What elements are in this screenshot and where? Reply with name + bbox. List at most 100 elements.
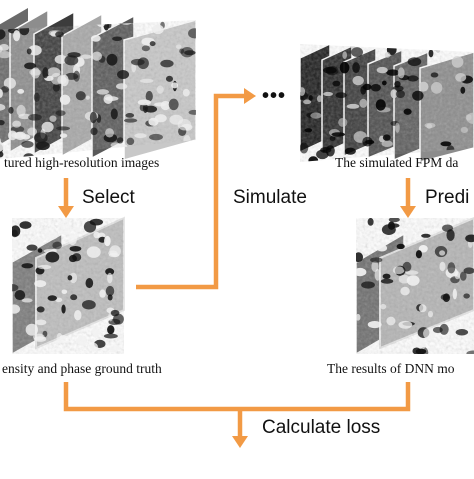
dnn-cell bbox=[429, 346, 436, 352]
gt-cell bbox=[35, 237, 43, 247]
fpm-cell bbox=[323, 91, 333, 97]
gt-cell bbox=[45, 251, 60, 263]
dnn-results-stack bbox=[355, 216, 474, 356]
dnn-cell bbox=[370, 257, 383, 263]
gt-cell bbox=[12, 240, 19, 249]
gt-cell bbox=[68, 254, 77, 263]
dnn-cell bbox=[412, 343, 418, 349]
dnn-cell bbox=[396, 243, 405, 250]
hr-cell bbox=[96, 89, 109, 95]
hr-cell bbox=[49, 115, 57, 122]
loss-connector bbox=[63, 382, 411, 412]
dnn-cell bbox=[447, 262, 456, 274]
hr-cell bbox=[188, 109, 196, 115]
dnn-cell bbox=[376, 244, 388, 252]
hr-cell bbox=[55, 31, 64, 38]
hr-cell bbox=[188, 28, 196, 39]
hr-cell bbox=[0, 103, 6, 111]
dnn-cell bbox=[400, 286, 410, 296]
dnn-cell bbox=[455, 329, 469, 336]
fpm-cell bbox=[376, 66, 388, 74]
hr-cell bbox=[91, 51, 102, 61]
hr-cell bbox=[139, 103, 146, 112]
gt-cell bbox=[57, 223, 72, 235]
dnn-cell bbox=[463, 293, 470, 299]
fpm-cell bbox=[381, 80, 387, 86]
simulate-arrowhead bbox=[244, 88, 256, 104]
predict-arrowhead bbox=[400, 206, 416, 218]
dnn-cell bbox=[380, 278, 394, 284]
hr-cell bbox=[59, 133, 68, 138]
hr-cell bbox=[167, 147, 173, 154]
hr-cell bbox=[28, 45, 42, 56]
gt-cell bbox=[83, 220, 97, 233]
fpm-cell bbox=[465, 114, 472, 121]
fpm-cell bbox=[331, 132, 346, 137]
gt-cell bbox=[89, 342, 98, 352]
fpm-cell bbox=[386, 69, 400, 76]
hr-cell bbox=[41, 121, 54, 133]
fpm-cell bbox=[335, 92, 347, 99]
fpm-cell bbox=[394, 80, 401, 88]
dnn-cell bbox=[418, 244, 428, 253]
gt-cell bbox=[25, 323, 39, 336]
hr-cell bbox=[171, 82, 179, 89]
hr-cell bbox=[59, 94, 71, 105]
gt-cell bbox=[76, 335, 87, 346]
gt-texture bbox=[12, 218, 124, 354]
simulate-arrow-shaft bbox=[136, 93, 244, 290]
gt-cell bbox=[36, 306, 45, 313]
dnn-cell bbox=[398, 320, 413, 329]
dnn-cell bbox=[423, 327, 436, 340]
gt-cell bbox=[34, 280, 47, 288]
hr-cell bbox=[134, 133, 147, 139]
fpm-cell bbox=[460, 126, 469, 133]
fpm-cell bbox=[338, 117, 348, 127]
hr-cell bbox=[55, 110, 66, 116]
hr-cell bbox=[80, 54, 92, 59]
dnn-cell bbox=[389, 223, 400, 228]
hr-cell bbox=[156, 85, 164, 94]
dnn-cell bbox=[415, 250, 422, 259]
hr-cell bbox=[17, 89, 25, 94]
dnn-cell bbox=[415, 348, 427, 354]
hr-cell bbox=[75, 91, 86, 101]
dnn-cell bbox=[447, 330, 458, 336]
hr-cell bbox=[110, 142, 122, 148]
hr-cell bbox=[149, 41, 156, 47]
gt-cell bbox=[86, 246, 101, 258]
fpm-cell bbox=[300, 91, 309, 100]
label-predict: Predi bbox=[425, 187, 470, 208]
fpm-cell bbox=[390, 89, 398, 99]
fpm-cell bbox=[342, 51, 348, 60]
gt-cell bbox=[70, 294, 78, 301]
dnn-cell bbox=[439, 261, 446, 272]
caption-ground-truth: ensity and phase ground truth bbox=[2, 361, 162, 376]
hr-cell bbox=[28, 113, 42, 121]
dnn-cell bbox=[418, 304, 427, 313]
gt-cell bbox=[107, 272, 113, 284]
hr-cell bbox=[182, 88, 190, 97]
fpm-cell bbox=[303, 99, 312, 105]
caption-high-resolution-images: tured high-resolution images bbox=[4, 155, 160, 170]
hr-cell bbox=[91, 35, 101, 42]
dnn-cell bbox=[465, 234, 474, 243]
fpm-cell bbox=[352, 62, 360, 74]
hr-cell bbox=[106, 53, 118, 66]
dnn-cell bbox=[440, 294, 450, 301]
fpm-cell bbox=[428, 49, 434, 58]
dnn-cell bbox=[452, 288, 457, 300]
dnn-cell bbox=[361, 281, 375, 289]
fpm-cell bbox=[430, 72, 439, 78]
select-arrowhead bbox=[58, 206, 74, 218]
dnn-cell bbox=[463, 267, 474, 274]
fpm-cell bbox=[381, 140, 393, 148]
fpm-cell bbox=[460, 86, 466, 94]
fpm-cell bbox=[308, 95, 313, 101]
fpm-cell bbox=[403, 108, 412, 115]
fpm-cell bbox=[300, 87, 306, 96]
hr-cell bbox=[123, 118, 138, 123]
fpm-cell bbox=[323, 66, 337, 74]
